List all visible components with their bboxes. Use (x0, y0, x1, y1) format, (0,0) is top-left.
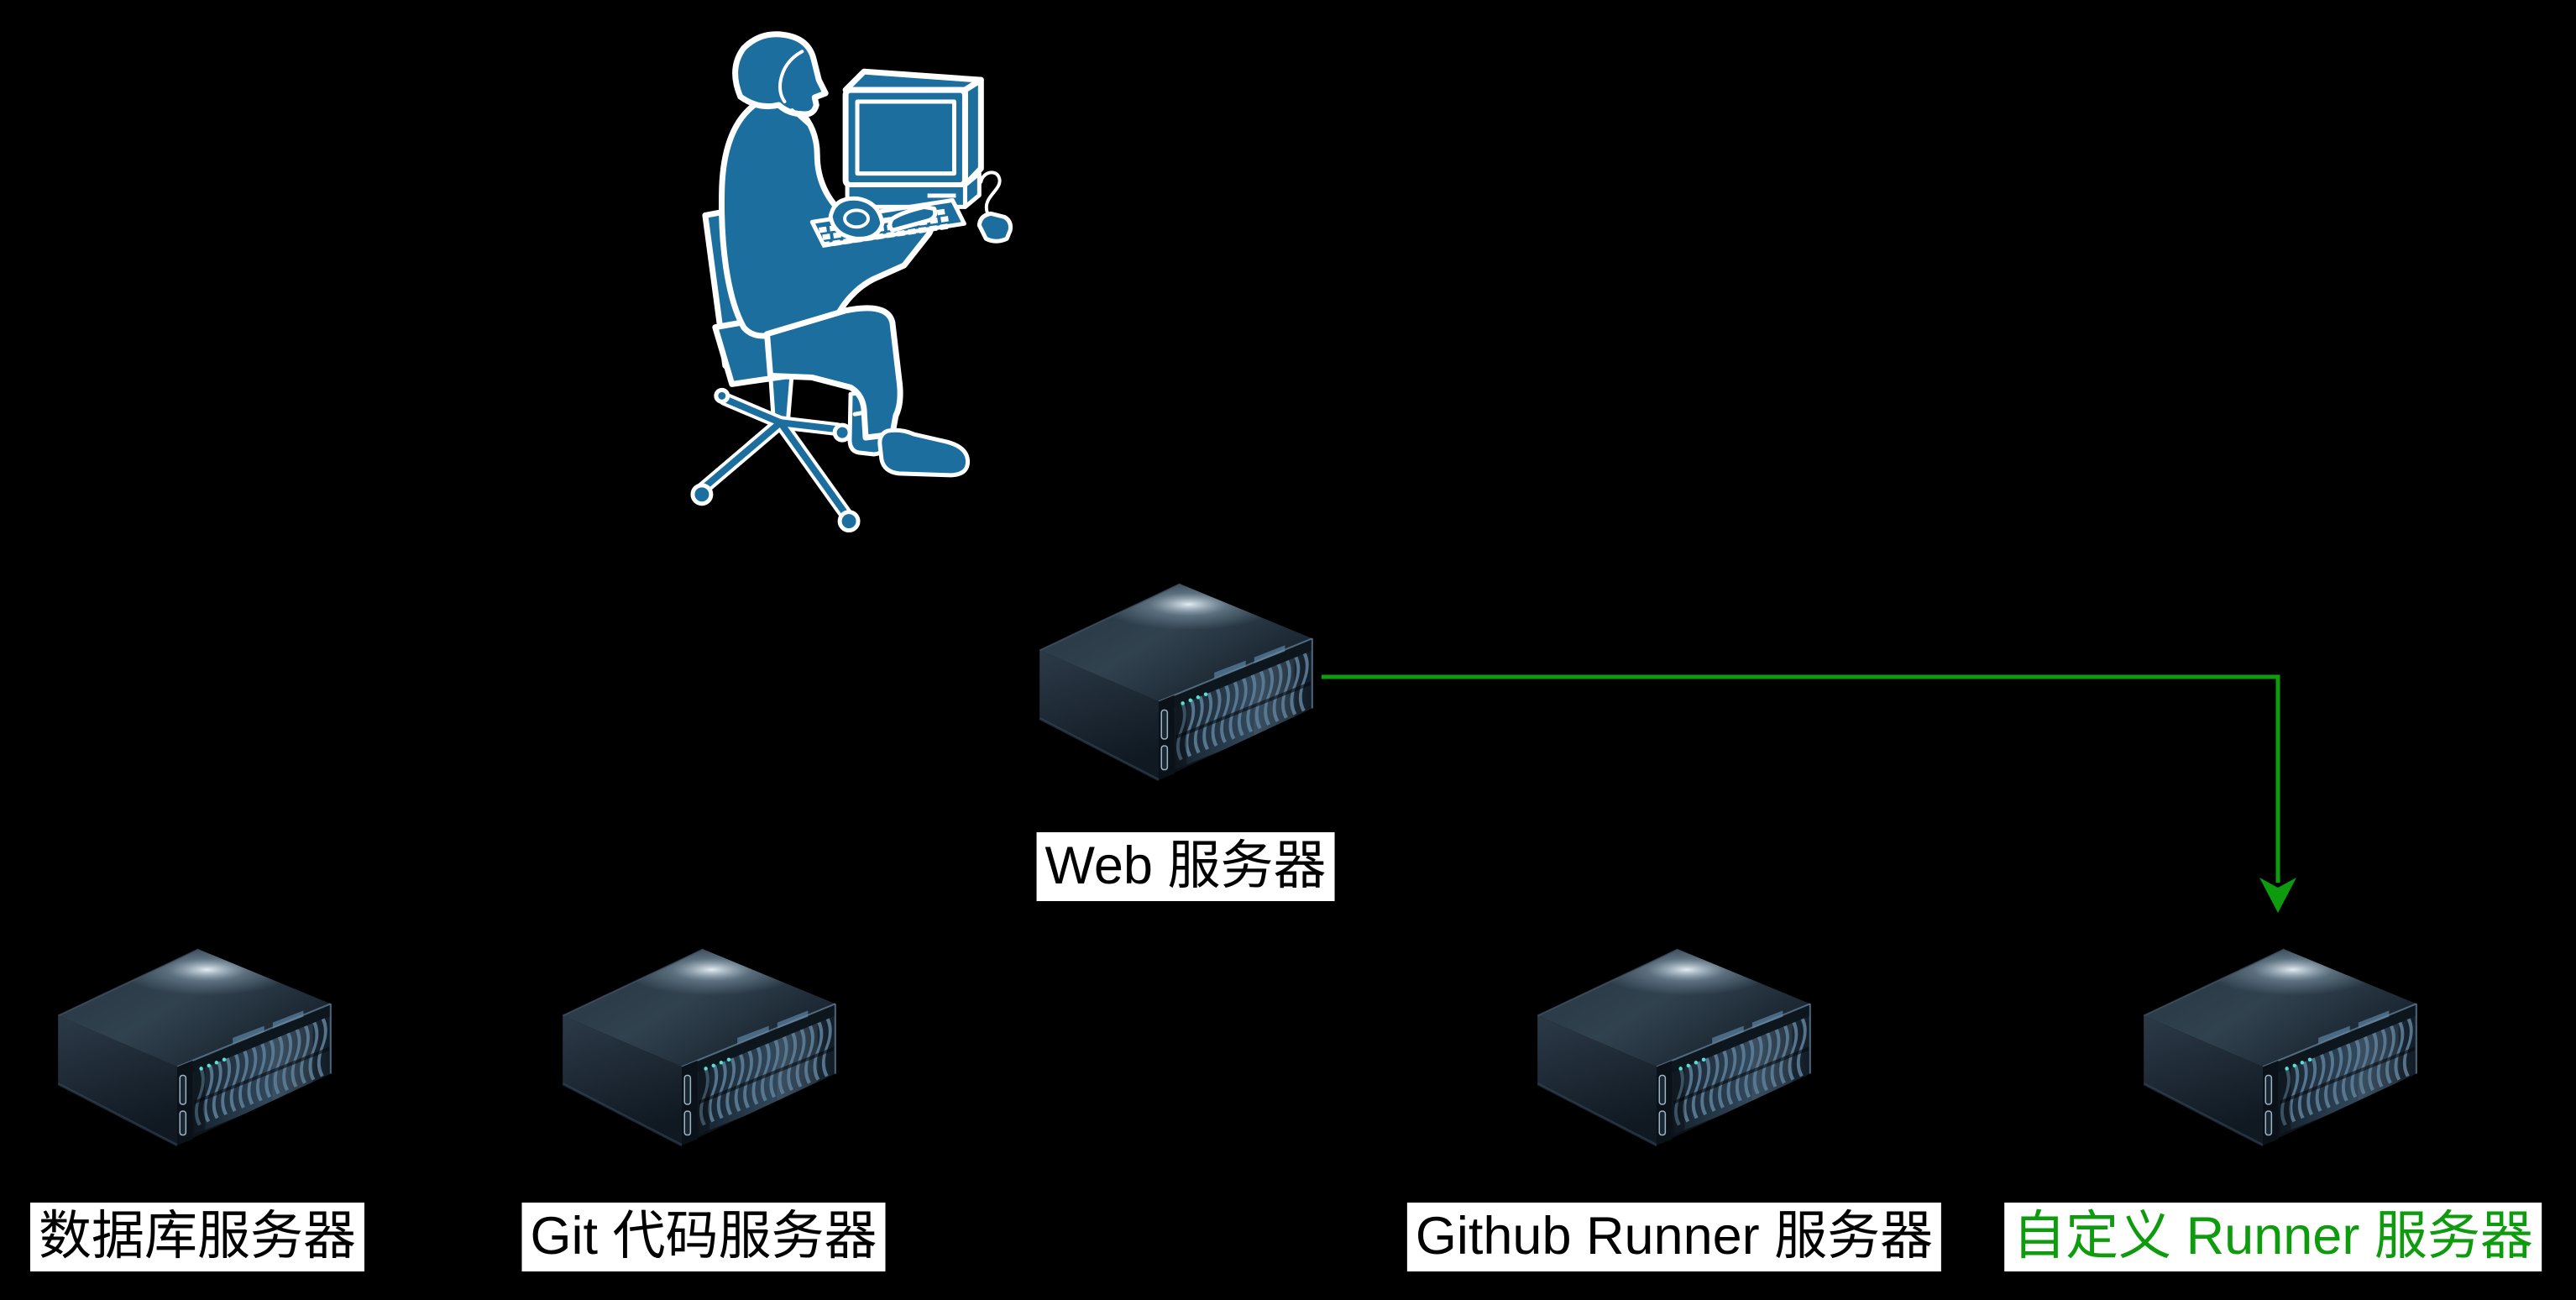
node-database-server (50, 939, 339, 1152)
label-database-server: 数据库服务器 (30, 1203, 364, 1271)
rack-server-icon (1529, 939, 1819, 1152)
rack-server-icon (1031, 574, 1321, 787)
connector-arrowhead-icon (2259, 878, 2296, 913)
label-custom-runner-server: 自定义 Runner 服务器 (2004, 1203, 2542, 1271)
node-web-server (1031, 574, 1321, 787)
label-web-server: Web 服务器 (1036, 832, 1335, 901)
label-git-server: Git 代码服务器 (521, 1203, 886, 1271)
connector-line (1322, 674, 2280, 883)
node-user (687, 15, 1038, 544)
node-custom-runner-server (2135, 939, 2425, 1152)
node-github-runner-server (1529, 939, 1819, 1152)
person-at-computer-icon (690, 31, 1013, 533)
label-github-runner-server: Github Runner 服务器 (1406, 1203, 1942, 1271)
rack-server-icon (50, 939, 339, 1152)
rack-server-icon (554, 939, 844, 1152)
rack-server-icon (2135, 939, 2425, 1152)
node-git-server (554, 939, 844, 1152)
